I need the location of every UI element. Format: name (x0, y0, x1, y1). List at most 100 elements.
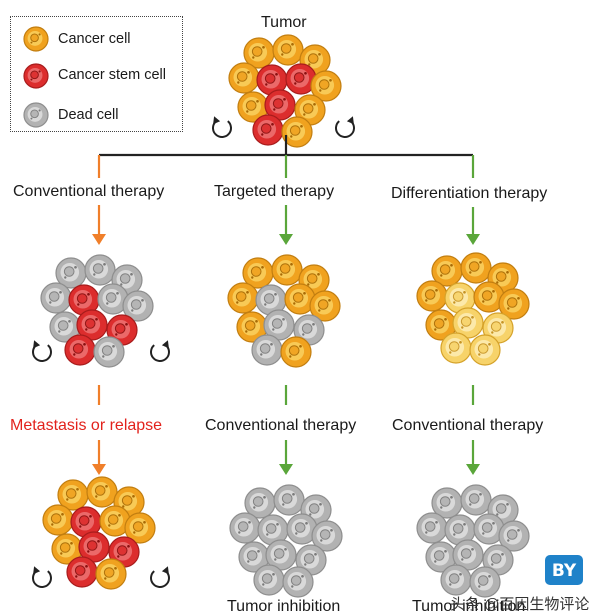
right-treated-cluster-cell (416, 280, 448, 312)
middle-outcome-cluster-cell (282, 566, 314, 598)
middle-outcome-cluster-cell (273, 484, 305, 516)
right-outcome-cluster-cell (452, 539, 484, 571)
watermark-text: 头条 @百因生物评论 (450, 596, 590, 613)
right-outcome-cluster-cell (460, 484, 492, 516)
tumor-cluster-cell (252, 114, 284, 146)
right-treated-cluster-cell (498, 288, 530, 320)
middle-treated-cluster-cell (309, 290, 341, 322)
relapse-cluster-cell (124, 512, 156, 544)
right-treated-cluster-cell (452, 307, 484, 339)
middle-outcome-label: Tumor inhibition (227, 598, 341, 615)
right-outcome-cluster-cell (487, 494, 519, 526)
middle-outcome-cluster-cell (253, 564, 285, 596)
left-treated-cluster-cell (40, 282, 72, 314)
middle-outcome-cluster-cell (229, 512, 261, 544)
right-outcome-cluster-cell (473, 513, 505, 545)
relapse-cluster-cell (70, 506, 102, 538)
relapse-cycle-left (32, 566, 52, 588)
tumor-cycle-left (212, 116, 232, 138)
right-arrow-1 (466, 207, 480, 245)
left-arrow-1 (92, 205, 106, 245)
right-treated-cluster-cell (431, 255, 463, 287)
tumor-cluster (228, 34, 342, 148)
relapse-cluster (42, 476, 156, 590)
middle-treated-cluster (227, 254, 341, 368)
legend-cancer-stem-cell-icon (23, 63, 49, 89)
watermark-badge: BY (545, 555, 583, 585)
middle-treated-cluster-cell (298, 264, 330, 296)
legend-cancer-stem-cell-label: Cancer stem cell (58, 67, 166, 83)
left-treated-cluster-cell (49, 311, 81, 343)
relapse-cluster-cell (42, 504, 74, 536)
right-outcome-cluster-cell (469, 566, 501, 598)
right-outcome-cluster-cell (444, 514, 476, 546)
tumor-cluster-cell (310, 70, 342, 102)
right-outcome-cluster-cell (440, 564, 472, 596)
right-treated-cluster-cell (473, 281, 505, 313)
right-outcome-cluster (416, 484, 530, 598)
tumor-cycle-right (335, 116, 355, 138)
relapse-cluster-cell (57, 479, 89, 511)
tumor-cluster-cell (281, 116, 313, 148)
middle-arrow-2 (279, 440, 293, 475)
middle-outcome-cluster (229, 484, 343, 598)
middle-treated-cluster-cell (284, 283, 316, 315)
legend-dead-cell-label: Dead cell (58, 107, 119, 123)
right-outcome-cluster-cell (482, 544, 514, 576)
middle-outcome-cluster-cell (257, 514, 289, 546)
relapse-cluster-cell (66, 556, 98, 588)
tumor-cluster-cell (285, 63, 317, 95)
right-treated-cluster-cell (444, 282, 476, 314)
right-outcome-cluster-cell (431, 487, 463, 519)
middle-outcome-cluster-cell (238, 541, 270, 573)
relapse-cluster-cell (51, 533, 83, 565)
left-treated-cycle-left (32, 340, 52, 362)
middle-outcome-cluster-cell (265, 539, 297, 571)
right-treated-cluster-cell (460, 252, 492, 284)
right-outcome-cluster-cell (425, 541, 457, 573)
metastasis-relapse-label: Metastasis or relapse (10, 417, 163, 434)
relapse-cluster-cell (78, 531, 110, 563)
left-arrow-2 (92, 440, 106, 475)
left-treated-cluster-cell (93, 336, 125, 368)
tumor-cluster-cell (264, 89, 296, 121)
middle-treated-cluster-cell (280, 336, 312, 368)
left-treated-cluster-cell (122, 290, 154, 322)
left-treated-cluster-cell (68, 284, 100, 316)
left-treated-cluster-cell (76, 309, 108, 341)
right-outcome-cluster-cell (498, 520, 530, 552)
middle-treated-cluster-cell (255, 284, 287, 316)
legend-dead-cell-icon (23, 102, 49, 128)
right-outcome-cluster-cell (416, 512, 448, 544)
left-treated-cluster (40, 254, 154, 368)
left-treated-cluster-cell (97, 283, 129, 315)
right-outcome-label: Tumor inhibition (412, 598, 526, 615)
middle-outcome-cluster-cell (244, 487, 276, 519)
legend-cancer-cell-icon (23, 26, 49, 52)
middle-arrow-1 (279, 205, 293, 245)
legend-cancer-cell-label: Cancer cell (58, 31, 131, 47)
right-treated-cluster-cell (425, 309, 457, 341)
right-treated-cluster-cell (440, 332, 472, 364)
right-arrow-2 (466, 440, 480, 475)
middle-outcome-cluster-cell (311, 520, 343, 552)
middle-treated-cluster-cell (271, 254, 303, 286)
left-treated-cycle-right (150, 340, 170, 362)
right-treated-cluster-cell (469, 334, 501, 366)
left-treated-cluster-cell (84, 254, 116, 286)
tumor-label: Tumor (261, 14, 307, 31)
tumor-cluster-cell (228, 62, 260, 94)
tumor-cluster-cell (272, 34, 304, 66)
conventional-therapy-label: Conventional therapy (13, 183, 165, 200)
targeted-therapy-label: Targeted therapy (214, 183, 335, 200)
tumor-cluster-cell (243, 37, 275, 69)
watermark-badge-text: BY (551, 561, 577, 581)
relapse-cluster-cell (95, 558, 127, 590)
middle-treated-cluster-cell (227, 282, 259, 314)
left-treated-cluster-cell (64, 334, 96, 366)
middle-treated-cluster-cell (251, 334, 283, 366)
middle-conventional-therapy-label: Conventional therapy (205, 417, 357, 434)
legend (10, 16, 183, 132)
differentiation-therapy-label: Differentiation therapy (391, 185, 548, 202)
